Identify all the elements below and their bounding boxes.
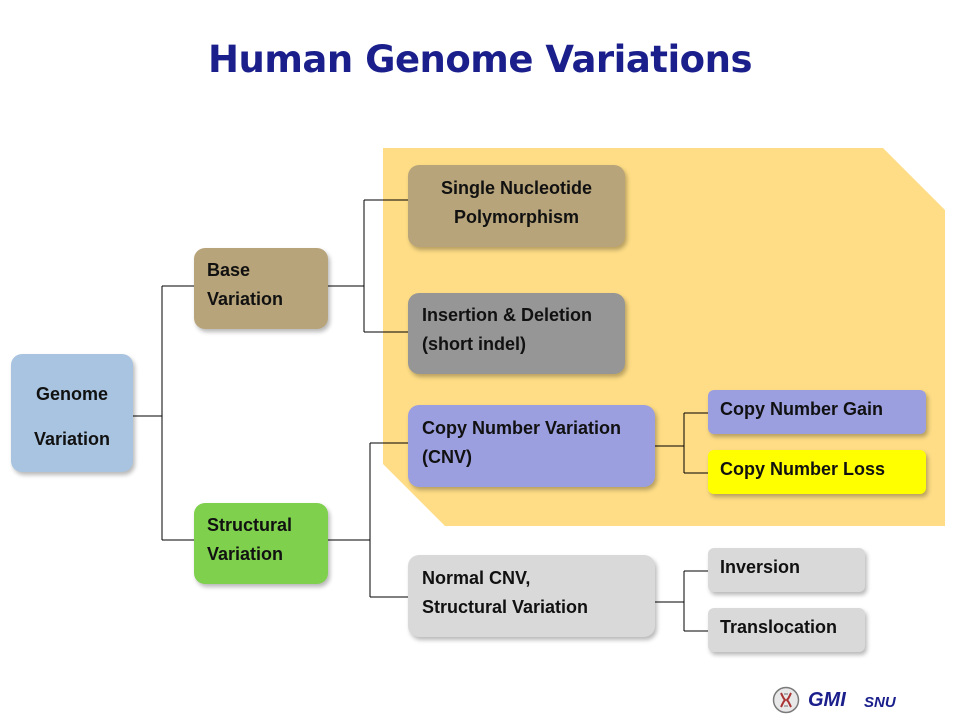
- connector-normal: [655, 570, 708, 632]
- node-label: Single Nucleotide Polymorphism: [440, 178, 593, 227]
- node-label: Structural Variation: [207, 515, 293, 564]
- node-structural-variation: Structural Variation: [194, 503, 328, 584]
- page-title: Human Genome Variations: [208, 38, 752, 81]
- connector-base: [328, 199, 408, 333]
- node-copy-number-gain: Copy Number Gain: [708, 390, 926, 434]
- node-label: Inversion: [720, 557, 801, 577]
- chromosome-logo-icon: [772, 686, 800, 714]
- connector-genome: [133, 285, 194, 541]
- connector-structural: [328, 442, 408, 598]
- node-label: Normal CNV, Structural Variation: [422, 568, 589, 617]
- gmi-snu-logo: GMI SNU: [772, 686, 912, 716]
- connector-cnv: [655, 412, 708, 474]
- node-cnv: Copy Number Variation (CNV): [408, 405, 655, 487]
- node-genome-variation: Genome Variation: [11, 354, 133, 472]
- node-copy-number-loss: Copy Number Loss: [708, 450, 926, 494]
- logo-sub-text: SNU: [864, 694, 896, 711]
- node-inversion: Inversion: [708, 548, 865, 592]
- node-label: Genome Variation: [33, 384, 111, 449]
- node-label: Base Variation: [207, 260, 284, 309]
- logo-main-text: GMI: [808, 689, 846, 711]
- node-label: Insertion & Deletion (short indel): [422, 305, 593, 354]
- node-snp: Single Nucleotide Polymorphism: [408, 165, 625, 247]
- node-label: Copy Number Loss: [720, 459, 886, 479]
- node-normal-cnv: Normal CNV, Structural Variation: [408, 555, 655, 637]
- node-indel: Insertion & Deletion (short indel): [408, 293, 625, 374]
- node-translocation: Translocation: [708, 608, 865, 652]
- node-label: Copy Number Gain: [720, 399, 884, 419]
- node-label: Translocation: [720, 617, 838, 637]
- node-label: Copy Number Variation (CNV): [422, 418, 622, 467]
- node-base-variation: Base Variation: [194, 248, 328, 329]
